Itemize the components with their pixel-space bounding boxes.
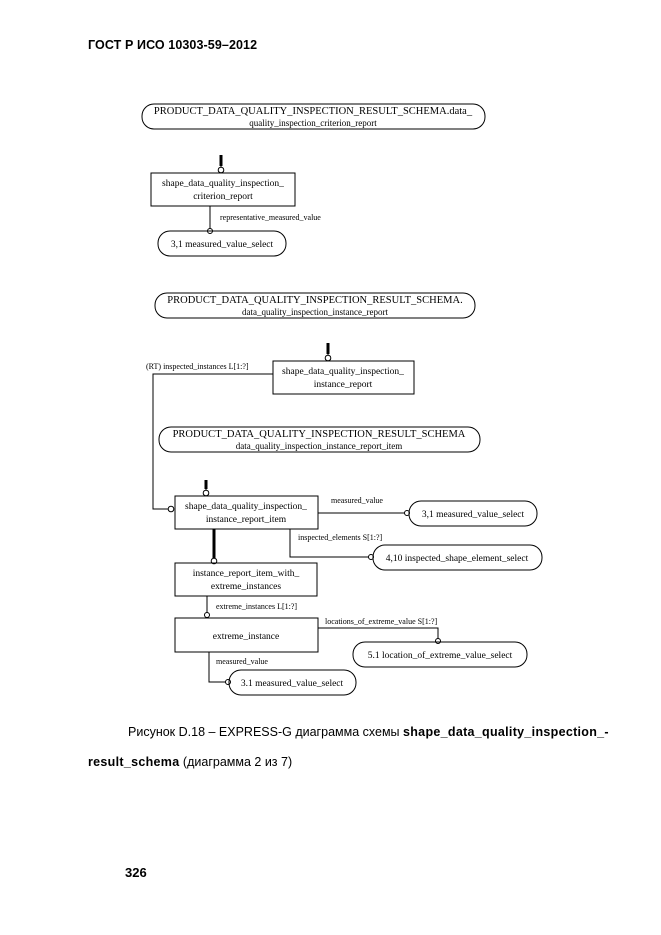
schema-ref-2-line1: PRODUCT_DATA_QUALITY_INSPECTION_RESULT_S… <box>167 295 462 306</box>
relation-measured-value-2: measured_value <box>216 657 268 666</box>
select-1-label: 3,1 measured_value_select <box>171 240 274 250</box>
caption-bold-part2: result_schema <box>88 755 180 769</box>
relation-inspected-instances: (RT) inspected_instances L[1:?] <box>146 362 249 371</box>
caption-prefix: Рисунок D.18 – EXPRESS-G диаграмма схемы <box>128 725 403 739</box>
schema-ref-1-line1: PRODUCT_DATA_QUALITY_INSPECTION_RESULT_S… <box>154 106 473 117</box>
caption-bold-part1: shape_data_quality_inspection_- <box>403 725 609 739</box>
entity-5-line1: extreme_instance <box>213 632 279 642</box>
entity-2-line2: instance_report <box>314 380 373 390</box>
select-inspected-shape-element <box>372 544 543 571</box>
select-2-label: 3,1 measured_value_select <box>422 510 525 520</box>
document-header: ГОСТ Р ИСО 10303-59–2012 <box>88 38 258 52</box>
relation-representative-measured-value: representative_measured_value <box>220 213 321 222</box>
schema-ref-3-line2: data_quality_inspection_instance_report_… <box>236 441 402 451</box>
schema-ref-1 <box>141 103 486 130</box>
page-number: 326 <box>125 865 147 880</box>
select-measured-value-2 <box>408 500 538 527</box>
select-4-label: 5.1 location_of_extreme_value_select <box>368 650 513 661</box>
relation-measured-value-1: measured_value <box>331 496 383 505</box>
caption-suffix: (диаграмма 2 из 7) <box>179 755 293 769</box>
relation-locations-of-extreme-value: locations_of_extreme_value S[1:?] <box>325 617 438 626</box>
schema-ref-3-line1: PRODUCT_DATA_QUALITY_INSPECTION_RESULT_S… <box>173 429 466 440</box>
schema-ref-3 <box>158 426 481 453</box>
select-location-of-extreme-value <box>352 641 528 668</box>
schema-ref-2-line2: data_quality_inspection_instance_report <box>242 307 388 317</box>
entity-1-line1: shape_data_quality_inspection_ <box>162 179 284 189</box>
entity-2-line1: shape_data_quality_inspection_ <box>282 367 404 377</box>
entity-extreme-instance <box>174 617 319 653</box>
entity-4-line1: instance_report_item_with_ <box>193 569 300 579</box>
select-measured-value-3 <box>228 669 357 696</box>
entity-3-line1: shape_data_quality_inspection_ <box>185 502 307 512</box>
relation-inspected-elements: inspected_elements S[1:?] <box>298 533 383 542</box>
figure-caption: Рисунок D.18 – EXPRESS-G диаграмма схемы… <box>88 725 648 769</box>
entity-criterion-report <box>150 172 296 207</box>
schema-ref-1-line2: quality_inspection_criterion_report <box>249 118 377 128</box>
entity-4-line2: extreme_instances <box>211 582 281 592</box>
relation-extreme-instances: extreme_instances L[1:?] <box>216 602 297 611</box>
entity-3-line2: instance_report_item <box>206 515 287 525</box>
entity-instance-report <box>272 360 415 395</box>
entity-report-item-with-extreme-instances <box>174 562 318 597</box>
select-3-label: 4,10 inspected_shape_element_select <box>386 554 529 564</box>
select-measured-value-1 <box>157 230 287 257</box>
entity-1-line2: criterion_report <box>193 192 253 202</box>
select-5-label: 3.1 measured_value_select <box>241 679 344 689</box>
schema-ref-2 <box>154 292 476 319</box>
